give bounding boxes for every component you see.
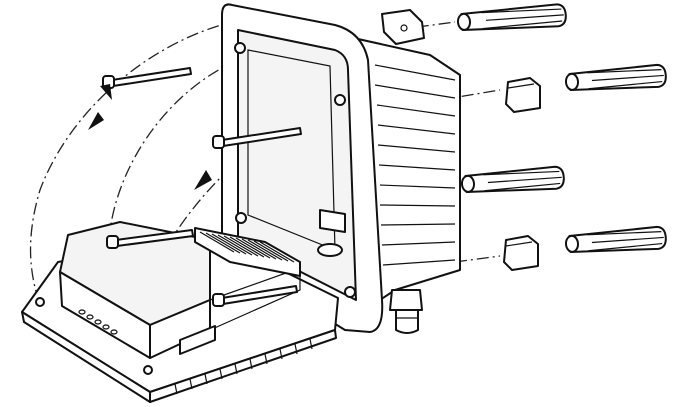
corner-boss-bottom-right <box>344 286 356 298</box>
cooling-fins <box>374 64 456 266</box>
front-cover <box>21 221 339 403</box>
corner-boss-top-left <box>234 42 246 54</box>
arrow-down-icon <box>88 112 104 130</box>
wall-plug-2 <box>564 63 667 91</box>
corner-boss-top-right <box>334 94 346 106</box>
cable-gland <box>389 289 423 334</box>
cover-screws <box>102 67 302 307</box>
mounting-clips <box>381 9 541 271</box>
cover-rim-slots <box>174 338 313 395</box>
cover-screw-2 <box>212 127 302 149</box>
wall-plug-1 <box>456 3 567 31</box>
wall-plug-3 <box>460 165 565 193</box>
cover-screw-1 <box>102 67 192 89</box>
enclosure-body <box>221 3 461 333</box>
arrow-up-icon <box>100 84 112 100</box>
wall-plugs <box>456 3 667 253</box>
cover-screw-3 <box>106 229 194 249</box>
mounting-clip-bottom <box>503 235 539 271</box>
arrow-down-icon <box>194 170 212 190</box>
mounting-clip-top <box>381 9 425 45</box>
direction-arrows <box>88 84 212 190</box>
status-led-row <box>78 309 118 335</box>
wall-plug-4 <box>564 225 667 253</box>
mounting-clip-middle <box>505 77 541 113</box>
cover-screw-4 <box>212 285 298 307</box>
corner-boss-bottom-left <box>235 212 247 224</box>
terminal-block <box>194 227 301 277</box>
